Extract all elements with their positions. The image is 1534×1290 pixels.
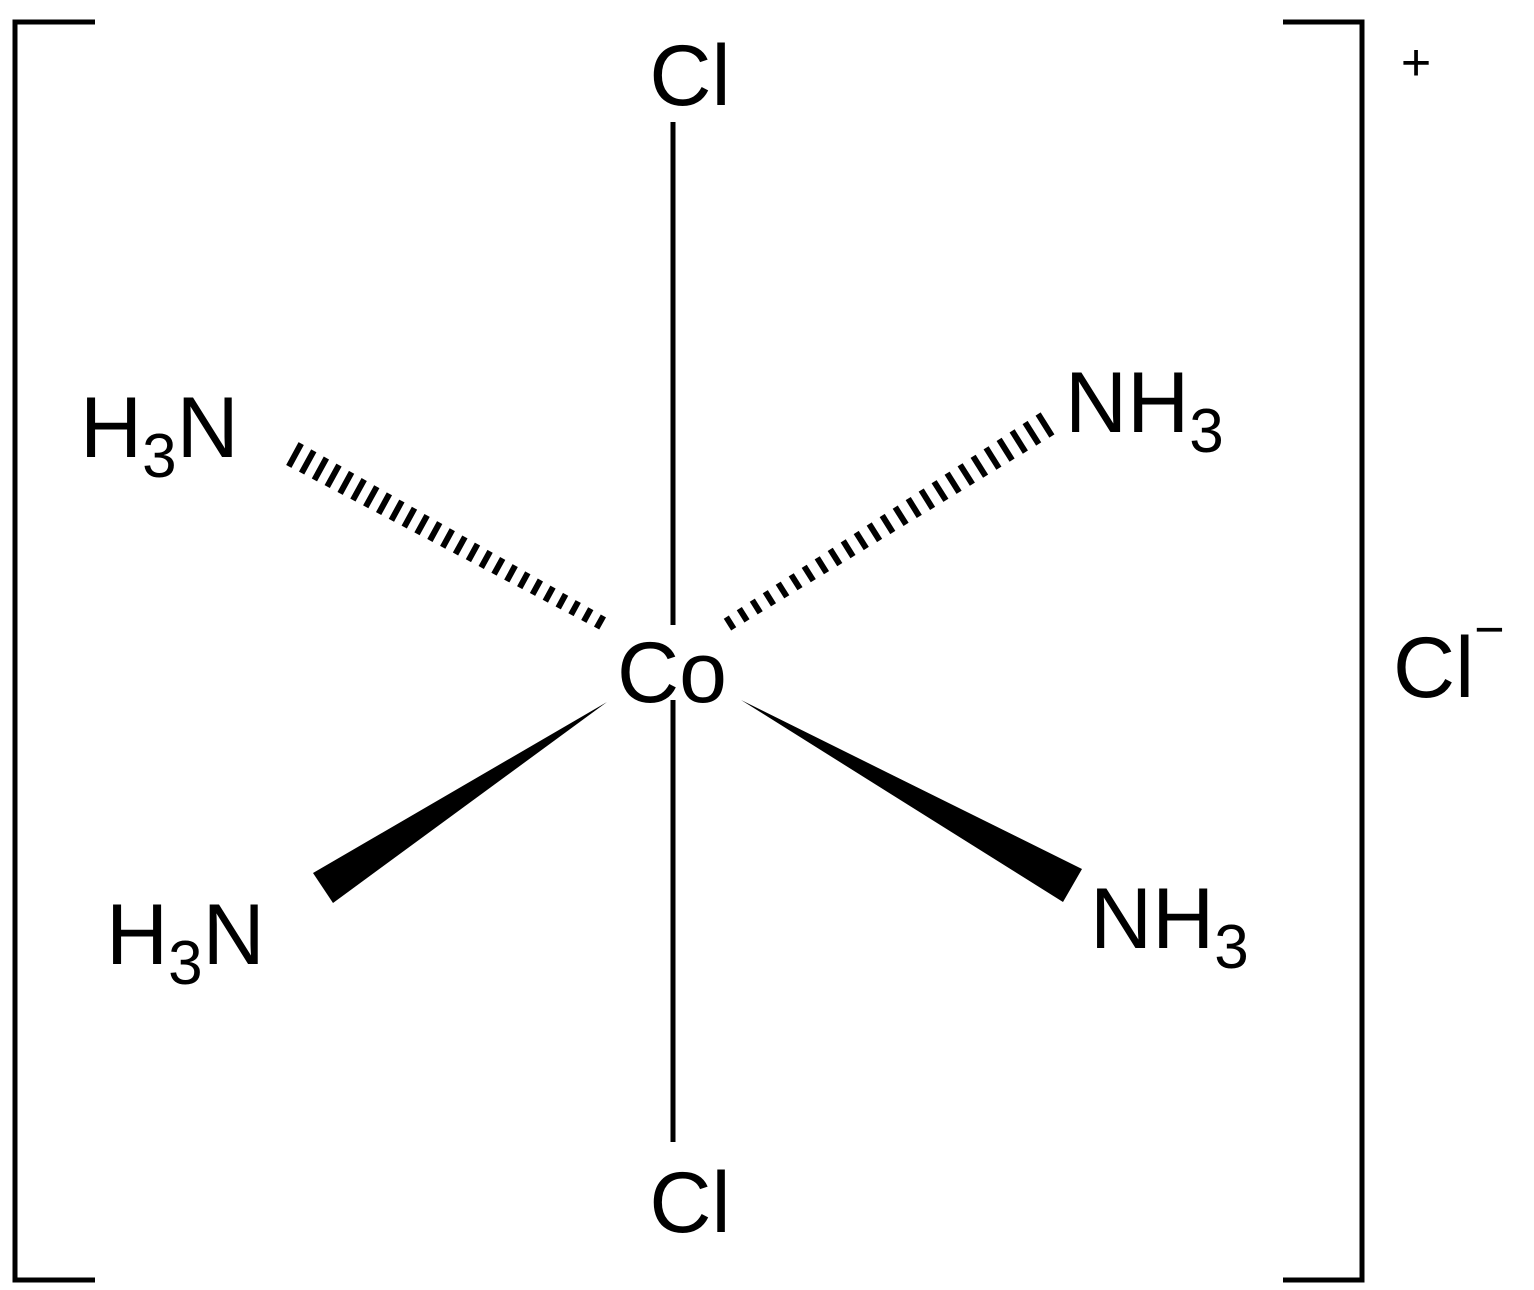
hash-mark	[723, 615, 737, 631]
left-bracket	[12, 19, 95, 1283]
hash-mark	[905, 497, 922, 518]
hash-mark	[788, 573, 803, 591]
hash-mark	[529, 578, 544, 596]
hash-mark	[414, 513, 430, 536]
complex-charge: +	[1401, 34, 1431, 92]
hash-mark	[736, 607, 750, 623]
hash-mark	[465, 542, 481, 563]
counter-ion-charge: −	[1474, 601, 1504, 659]
hash-mark	[593, 614, 607, 630]
hash-mark	[363, 485, 380, 509]
ligand-lower-left-main: H	[106, 887, 168, 983]
complex-charge-label: +	[1401, 34, 1431, 92]
hash-mark	[931, 480, 949, 502]
hash-mark	[983, 446, 1002, 470]
atom-cobalt-label: Co	[617, 625, 727, 721]
counter-ion-symbol: Cl	[1393, 620, 1474, 716]
hash-mark	[775, 581, 790, 599]
ligand-upper-left-tail: N	[177, 380, 239, 476]
ligand-lower-left-tail: N	[203, 887, 265, 983]
hash-mark	[918, 488, 936, 510]
ligand-ammine-lower-right: NH3	[1090, 871, 1249, 982]
hash-mark	[801, 564, 816, 583]
hash-mark	[866, 522, 883, 543]
ligand-upper-left-sub: 3	[142, 422, 176, 491]
ligand-upper-right-sub: 3	[1189, 397, 1223, 466]
hash-mark	[311, 456, 330, 482]
hash-mark	[827, 547, 843, 567]
hash-mark	[350, 478, 367, 502]
counter-ion-chloride: Cl−	[1393, 601, 1505, 716]
wedge-bond-co-nh3-lower-right	[741, 700, 1082, 902]
hash-mark	[1022, 420, 1042, 446]
hash-mark	[491, 556, 506, 576]
hash-mark	[840, 539, 856, 559]
hash-mark	[388, 499, 405, 522]
ligand-ammine-lower-left: H3N	[106, 887, 265, 998]
hash-mark	[517, 571, 531, 590]
hashed-bond-co-nh3-upper-left	[286, 442, 607, 630]
atom-chlorine-bottom-label: Cl	[649, 1155, 730, 1251]
hash-mark	[970, 454, 989, 478]
hash-mark	[581, 607, 594, 623]
ligand-lower-right-sub: 3	[1214, 913, 1248, 982]
hash-mark	[452, 535, 468, 556]
hash-mark	[478, 549, 493, 569]
hash-mark	[944, 471, 962, 494]
hash-mark	[568, 600, 581, 617]
hash-mark	[762, 590, 777, 607]
hash-mark	[555, 592, 569, 610]
right-bracket	[1283, 19, 1365, 1283]
hash-mark	[853, 530, 869, 551]
hash-mark	[298, 449, 317, 475]
hash-mark	[996, 437, 1015, 462]
hash-mark	[337, 470, 355, 495]
hash-mark	[504, 564, 518, 583]
hash-mark	[749, 598, 763, 615]
hash-mark	[324, 463, 342, 489]
hash-mark	[542, 585, 556, 603]
ligand-lower-left-sub: 3	[168, 929, 202, 998]
hash-mark	[440, 528, 455, 549]
hash-mark	[892, 505, 909, 526]
hash-mark	[1009, 429, 1028, 454]
ligand-lower-right-main: NH	[1090, 871, 1214, 967]
hash-mark	[814, 556, 830, 575]
atom-chlorine-bottom: Cl	[649, 1155, 730, 1251]
hash-mark	[1035, 412, 1055, 438]
ligand-upper-right-main: NH	[1065, 355, 1189, 451]
atom-chlorine-top-label: Cl	[649, 28, 730, 124]
hash-mark	[401, 506, 418, 529]
ligand-ammine-upper-right: NH3	[1065, 355, 1224, 466]
hash-mark	[879, 513, 896, 535]
atom-chlorine-top: Cl	[649, 28, 730, 124]
ligand-upper-left-main: H	[80, 380, 142, 476]
hash-mark	[957, 463, 975, 486]
ligand-ammine-upper-left: H3N	[80, 380, 239, 491]
hash-mark	[375, 492, 393, 516]
hashed-bond-co-nh3-upper-right	[723, 412, 1055, 631]
hash-mark	[286, 442, 304, 468]
hash-mark	[427, 521, 443, 542]
atom-cobalt: Co	[617, 625, 727, 721]
wedge-bond-co-nh3-lower-left	[313, 702, 607, 903]
